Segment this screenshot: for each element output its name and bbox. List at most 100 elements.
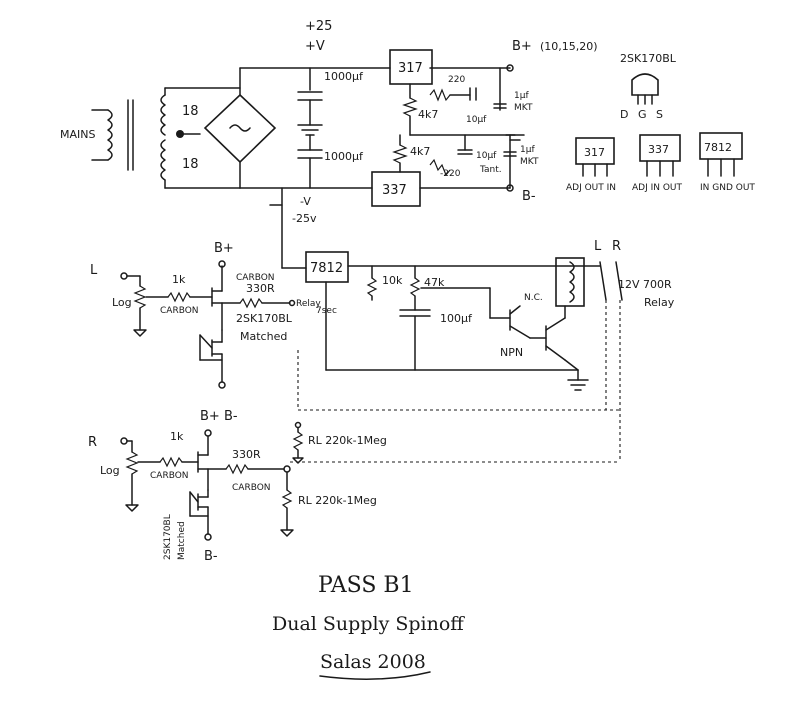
c-1uf-neg-label: 1μf: [520, 145, 535, 155]
r-220-neg-label: -220: [440, 169, 461, 179]
neg-rail-v: -V: [300, 195, 311, 208]
author-signature: Salas 2008: [320, 651, 426, 673]
trim-4k7-neg: [392, 144, 408, 164]
neg-rail-voltage: -25v: [292, 212, 317, 225]
c-1uf-pos-label: 1μf: [514, 91, 529, 101]
pinout-legend: 2SK170BL D G S 317 ADJ OUT IN 337 ADJ IN…: [566, 52, 755, 193]
right-r-in-type: CARBON: [150, 471, 189, 481]
cap-top-label: 1000μf: [324, 70, 364, 83]
c-1uf-neg-type: MKT: [520, 157, 539, 167]
left-jfet-note: Matched: [240, 330, 287, 343]
right-r-in: [159, 456, 183, 468]
relay-coil-box: [555, 257, 585, 307]
schematic-title: PASS B1: [318, 573, 414, 598]
r-220-neg: [429, 158, 451, 177]
c-10uf-neg-type: Tant.: [479, 165, 502, 175]
pos-rail-voltage: +25: [305, 19, 332, 34]
bminus-label: B-: [522, 189, 536, 204]
left-volume-pot: [133, 285, 147, 309]
relay-ch-r: R: [612, 239, 621, 254]
pinout-7812-pins: IN GND OUT: [700, 183, 755, 193]
npn-label: NPN: [500, 346, 523, 359]
title-block: PASS B1 Dual Supply Spinoff Salas 2008: [272, 573, 465, 680]
pinout-317-name: 317: [584, 146, 605, 159]
right-rl-label: RL 220k-1Meg: [298, 494, 377, 507]
left-r-in: [167, 291, 191, 303]
power-supply: MAINS 18 18 317 +25 +V 1000μf: [60, 19, 598, 225]
reg-317-box: [389, 49, 433, 85]
left-relay-tag: Relay: [296, 299, 321, 309]
relay-label: Relay: [644, 296, 675, 309]
bminus-terminal: [506, 184, 514, 192]
mains-label: MAINS: [60, 128, 95, 141]
reg-317-label: 317: [398, 61, 423, 76]
r-10k-label: 10k: [382, 274, 403, 287]
jfet-pin-d: D: [620, 108, 628, 121]
r-220-pos: [429, 88, 451, 102]
left-r-out-label: 330R: [246, 282, 275, 295]
right-volume-pot: [125, 451, 139, 475]
right-r-out-type: CARBON: [232, 483, 271, 493]
reg-7812-label: 7812: [310, 261, 343, 276]
right-channel: R Log 1k CARBON B+ B- 330R CARBON: [88, 409, 620, 564]
right-pot-label: Log: [100, 464, 120, 477]
trim-4k7-pos: [402, 97, 418, 117]
left-r-in-label: 1k: [172, 273, 186, 286]
relay-ground: [567, 379, 589, 391]
signature-underline: [319, 671, 431, 680]
reg-7812-box: [305, 251, 349, 283]
c-10uf-pos-label: 10μf: [466, 115, 487, 125]
trim-4k7-neg-label: 4k7: [410, 145, 430, 158]
trim-47k-label: 47k: [424, 276, 445, 289]
secondary-bottom-label: 18: [182, 157, 199, 172]
cap-100uf-label: 100μf: [440, 312, 473, 325]
right-jfet-label: 2SK170BL: [163, 514, 173, 560]
right-r-in-label: 1k: [170, 430, 184, 443]
jfet-package: [631, 73, 659, 96]
reg-337-label: 337: [382, 183, 407, 198]
right-r-out: [225, 463, 249, 475]
schematic-subtitle: Dual Supply Spinoff: [272, 613, 465, 635]
right-bminus-label: B-: [204, 549, 218, 564]
bplus-options: (10,15,20): [540, 40, 598, 53]
cap-bottom-label: 1000μf: [324, 150, 364, 163]
bridge-rectifier: [203, 67, 277, 189]
bplus-terminal: [506, 64, 514, 72]
pinout-337-pins: ADJ IN OUT: [632, 183, 683, 193]
pinout-317-pins: ADJ OUT IN: [566, 183, 616, 193]
left-bplus-label: B+: [214, 241, 234, 256]
right-input-label: R: [88, 435, 97, 450]
reg-337-box: [371, 171, 421, 207]
relay-contact-label: N.C.: [524, 293, 543, 303]
trim-47k: [409, 277, 421, 297]
r-220-pos-label: 220: [448, 75, 465, 85]
relay-spec: 12V 700R: [618, 278, 672, 291]
pinout-7812-name: 7812: [704, 141, 732, 154]
jfet-pin-s: S: [656, 108, 663, 121]
left-jfet-label: 2SK170BL: [236, 312, 293, 325]
bplus-label: B+: [512, 39, 532, 54]
right-bplus-label: B+: [200, 409, 220, 424]
left-input-label: L: [90, 263, 98, 278]
left-pot-label: Log: [112, 296, 132, 309]
jfet-pin-g: G: [638, 108, 647, 121]
pinout-337-name: 337: [648, 143, 669, 156]
c-10uf-neg-label: 10μf: [476, 151, 497, 161]
left-r-out: [239, 297, 263, 309]
jfet-pinout-name: 2SK170BL: [620, 52, 677, 65]
right-r-out-label: 330R: [232, 448, 261, 461]
relay-ch-l: L: [594, 239, 602, 254]
right-jfet-note: Matched: [177, 521, 187, 560]
trim-4k7-pos-label: 4k7: [418, 108, 438, 121]
right-rl-resistor: [281, 489, 293, 509]
r-10k: [366, 277, 378, 297]
c-1uf-pos-type: MKT: [514, 103, 533, 113]
left-input-jack: [120, 272, 128, 280]
left-rl-label: RL 220k-1Meg: [308, 434, 387, 447]
left-rl-resistor: [292, 431, 304, 451]
left-r-in-type: CARBON: [160, 306, 199, 316]
right-input-jack: [120, 437, 128, 445]
pos-rail-v: +V: [305, 39, 325, 54]
